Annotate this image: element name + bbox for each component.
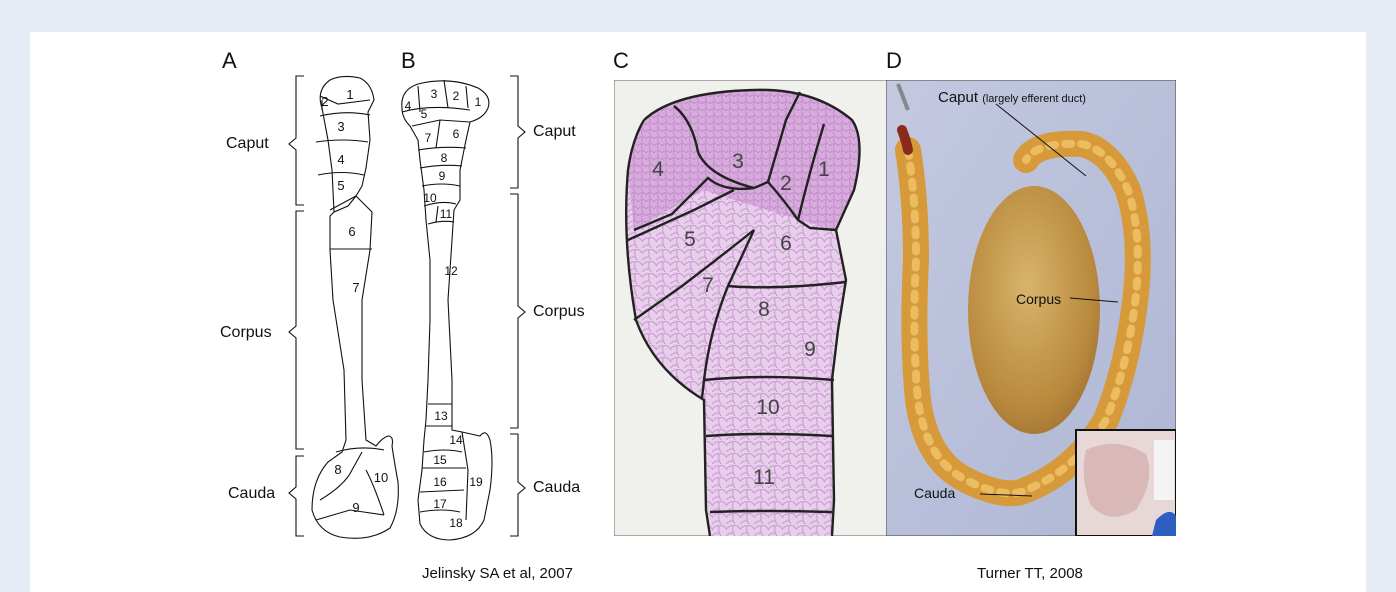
left-caput-bracket [289, 76, 304, 205]
segment-b-5: 5 [421, 107, 428, 121]
right-caput-bracket [510, 76, 525, 188]
right-corpus-bracket [510, 194, 525, 428]
segment-b-9: 9 [439, 169, 446, 183]
segment-b-15: 15 [433, 453, 447, 467]
segment-b-2: 2 [453, 89, 460, 103]
segment-c-2: 2 [780, 172, 792, 195]
epididymis-a-body [312, 196, 398, 538]
credit-turner: Turner TT, 2008 [977, 566, 1083, 581]
right-cauda-bracket [510, 434, 525, 536]
segment-a-3: 3 [337, 119, 344, 134]
segment-c-9: 9 [804, 338, 816, 361]
segment-c-8: 8 [758, 298, 770, 321]
segment-a-1: 1 [346, 87, 353, 102]
panel-a-segment-numbers: 1 2 3 4 5 6 7 8 9 10 [321, 87, 388, 515]
segment-c-6: 6 [780, 232, 792, 255]
panel-b-segment-numbers: 1 2 3 4 5 6 7 8 9 10 11 12 13 14 15 16 1… [405, 87, 483, 530]
segment-c-10: 10 [756, 396, 779, 419]
segment-b-19: 19 [469, 475, 483, 489]
segment-b-7: 7 [425, 131, 432, 145]
testis-shape [968, 186, 1100, 434]
segment-a-5: 5 [337, 178, 344, 193]
segment-b-3: 3 [431, 87, 438, 101]
segment-b-18: 18 [449, 516, 463, 530]
photo-caput-note: (largely efferent duct) [982, 93, 1086, 105]
segment-b-10: 10 [423, 191, 437, 205]
segment-c-3: 3 [732, 150, 744, 173]
segment-c-4: 4 [652, 158, 664, 181]
segment-b-8: 8 [441, 151, 448, 165]
segment-b-13: 13 [434, 409, 448, 423]
photo-cauda-label: Cauda [914, 485, 955, 501]
segment-a-4: 4 [337, 152, 344, 167]
segment-b-11: 11 [440, 207, 453, 221]
histology-panel-c: 1 2 3 4 5 6 7 8 9 10 11 [614, 80, 896, 536]
segment-b-4: 4 [405, 99, 412, 113]
segment-c-11: 11 [753, 466, 775, 489]
segment-c-7: 7 [702, 274, 714, 297]
segment-a-10: 10 [374, 470, 388, 485]
segment-a-7: 7 [352, 280, 359, 295]
segment-c-5: 5 [684, 228, 696, 251]
epididymis-b-outline [402, 81, 492, 540]
left-corpus-bracket [289, 211, 304, 449]
segment-b-12: 12 [444, 264, 458, 278]
left-cauda-bracket [289, 456, 304, 536]
segment-b-6: 6 [453, 127, 460, 141]
photo-panel-d: Caput (largely efferent duct) Corpus Cau… [886, 80, 1176, 536]
credit-jelinsky: Jelinsky SA et al, 2007 [422, 566, 573, 581]
photo-corpus-label: Corpus [1016, 291, 1061, 307]
segment-a-2: 2 [321, 94, 328, 109]
segment-b-14: 14 [449, 433, 463, 447]
segment-a-8: 8 [334, 462, 341, 477]
segment-a-6: 6 [348, 224, 355, 239]
segment-a-9: 9 [352, 500, 359, 515]
segment-c-1: 1 [818, 158, 830, 181]
segment-b-17: 17 [433, 497, 447, 511]
segment-b-1: 1 [475, 95, 482, 109]
segment-b-16: 16 [433, 475, 447, 489]
